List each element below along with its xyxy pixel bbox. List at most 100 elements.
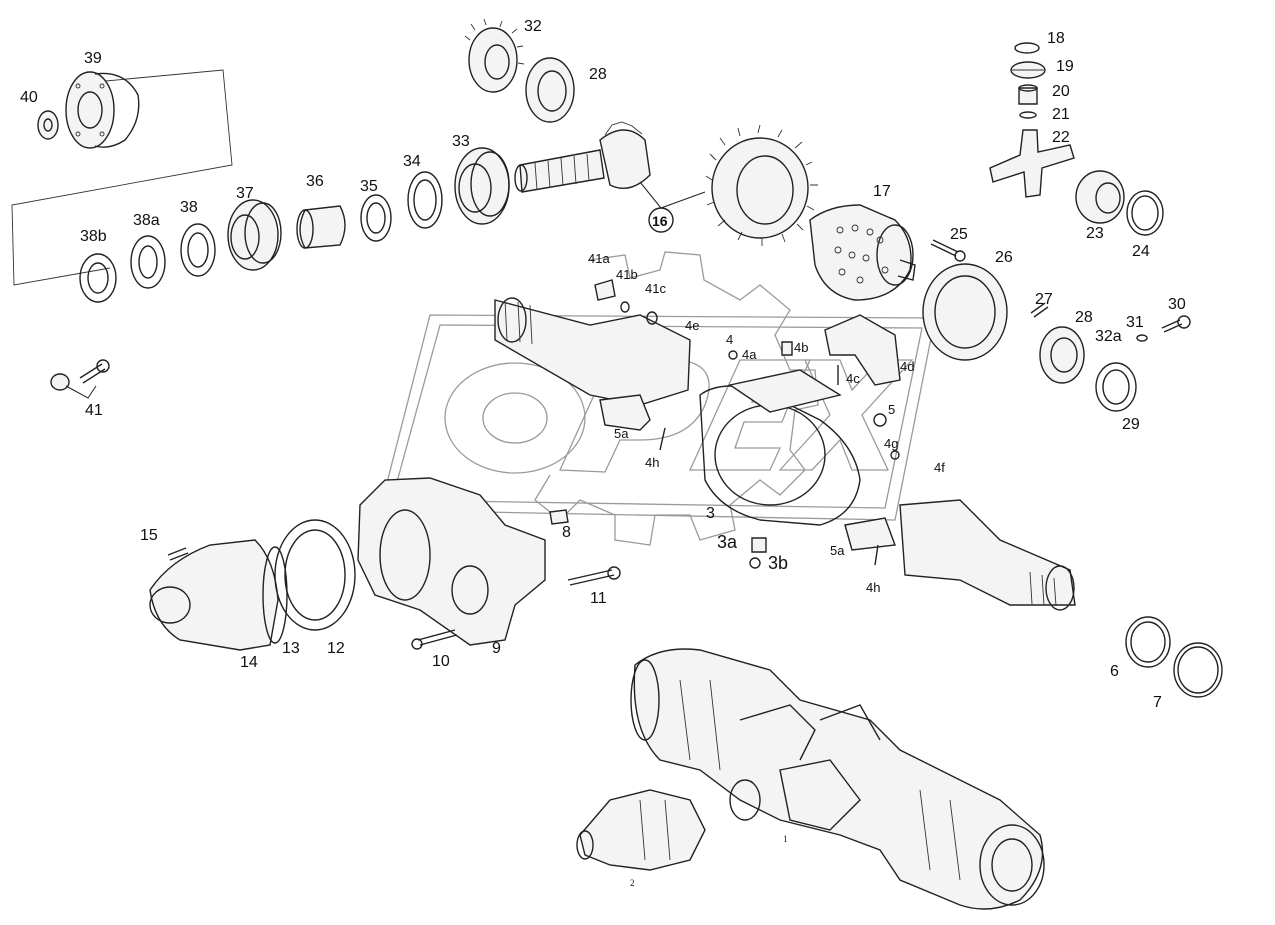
label-4c: 4c xyxy=(846,371,860,386)
assembled-axle-1 xyxy=(630,648,1045,910)
bolt-11 xyxy=(567,566,621,586)
label-35: 35 xyxy=(360,178,378,195)
label-38a: 38a xyxy=(133,212,160,229)
ring-6 xyxy=(1125,616,1171,668)
label-27: 27 xyxy=(1035,291,1053,308)
seal-34 xyxy=(407,171,443,229)
label-1: 1 xyxy=(783,834,788,844)
label-4a: 4a xyxy=(742,347,757,362)
bracket-4d xyxy=(824,314,901,386)
label-4g: 4g xyxy=(884,436,898,451)
label-5a-left: 5a xyxy=(614,426,629,441)
label-3: 3 xyxy=(706,505,715,522)
nut-40 xyxy=(37,110,59,140)
bolt-15 xyxy=(167,547,189,561)
label-33: 33 xyxy=(452,133,470,150)
label-4: 4 xyxy=(726,332,733,347)
label-29: 29 xyxy=(1122,416,1140,433)
label-41: 41 xyxy=(85,402,103,419)
seal-38b xyxy=(79,253,117,303)
label-31: 31 xyxy=(1126,314,1144,331)
label-28-right: 28 xyxy=(1075,309,1093,326)
label-23: 23 xyxy=(1086,225,1104,242)
label-4f: 4f xyxy=(934,460,945,475)
label-6: 6 xyxy=(1110,663,1119,680)
label-21: 21 xyxy=(1052,106,1070,123)
label-41c: 41c xyxy=(645,281,666,296)
spacer-36 xyxy=(296,205,346,249)
label-4h-left: 4h xyxy=(645,455,659,470)
label-41a: 41a xyxy=(588,251,610,266)
ring-35 xyxy=(360,194,392,242)
lock-31 xyxy=(1136,334,1148,342)
label-7: 7 xyxy=(1153,694,1162,711)
label-19: 19 xyxy=(1056,58,1074,75)
flange-39 xyxy=(65,71,140,149)
label-15: 15 xyxy=(140,527,158,544)
label-25: 25 xyxy=(950,226,968,243)
small-parts-4-series xyxy=(549,341,900,569)
label-32: 32 xyxy=(524,18,542,35)
bracket-right-5a xyxy=(844,517,896,551)
spider-22 xyxy=(989,129,1075,198)
ring-7 xyxy=(1173,642,1223,698)
ring-26 xyxy=(922,263,1008,361)
bolt-27 xyxy=(1030,302,1049,318)
label-9: 9 xyxy=(492,640,501,657)
ring-38a xyxy=(130,235,166,289)
ring-21 xyxy=(1019,111,1037,119)
bolt-30 xyxy=(1161,315,1191,333)
label-20: 20 xyxy=(1052,83,1070,100)
pinion-shaft xyxy=(514,121,651,193)
label-4d: 4d xyxy=(900,359,914,374)
center-housing-3 xyxy=(699,369,861,526)
label-24: 24 xyxy=(1132,243,1150,260)
label-32a: 32a xyxy=(1095,328,1122,345)
carrier-housing-9 xyxy=(357,477,546,646)
gasket-13 xyxy=(262,546,288,644)
label-4h-right: 4h xyxy=(866,580,880,595)
washer-24 xyxy=(1126,190,1164,236)
bushing-20 xyxy=(1018,84,1038,105)
gear-19 xyxy=(1010,61,1046,79)
nut-29 xyxy=(1095,362,1137,412)
label-39: 39 xyxy=(84,50,102,67)
label-40: 40 xyxy=(20,89,38,106)
label-8: 8 xyxy=(562,524,571,541)
bearing-28-top xyxy=(525,57,575,123)
crown-gear xyxy=(705,124,818,246)
bolts-41 xyxy=(50,359,110,399)
label-12: 12 xyxy=(327,640,345,657)
label-17: 17 xyxy=(873,183,891,200)
bearing-33 xyxy=(454,147,510,225)
side-gear-23 xyxy=(1075,170,1125,224)
label-5a-right: 5a xyxy=(830,543,845,558)
bolt-10 xyxy=(411,629,458,650)
pinion-parts-panel-frame xyxy=(11,69,233,286)
bolts-41abc xyxy=(594,279,658,325)
label-34: 34 xyxy=(403,153,421,170)
label-26: 26 xyxy=(995,249,1013,266)
label-30: 30 xyxy=(1168,296,1186,313)
label-37: 37 xyxy=(236,185,254,202)
label-10: 10 xyxy=(432,653,450,670)
part-16-circle xyxy=(639,181,706,233)
gasket-12 xyxy=(274,519,356,631)
right-axle-tube xyxy=(899,499,1076,611)
label-4b: 4b xyxy=(794,340,808,355)
bracket-left-5a xyxy=(599,394,651,431)
ring-38 xyxy=(180,223,216,277)
label-22: 22 xyxy=(1052,129,1070,146)
label-38: 38 xyxy=(180,199,198,216)
washer-18 xyxy=(1014,42,1040,54)
assembled-carrier-2 xyxy=(576,789,706,871)
part-labels: 32 28 39 40 33 34 35 36 37 38 38a 38b 16… xyxy=(20,18,1186,888)
label-14: 14 xyxy=(240,654,258,671)
label-11: 11 xyxy=(590,590,607,607)
label-16: 16 xyxy=(652,213,668,229)
label-38b: 38b xyxy=(80,228,107,245)
bearing-28-right xyxy=(1039,326,1085,384)
differential-case-17 xyxy=(809,204,916,301)
label-2: 2 xyxy=(630,878,635,888)
